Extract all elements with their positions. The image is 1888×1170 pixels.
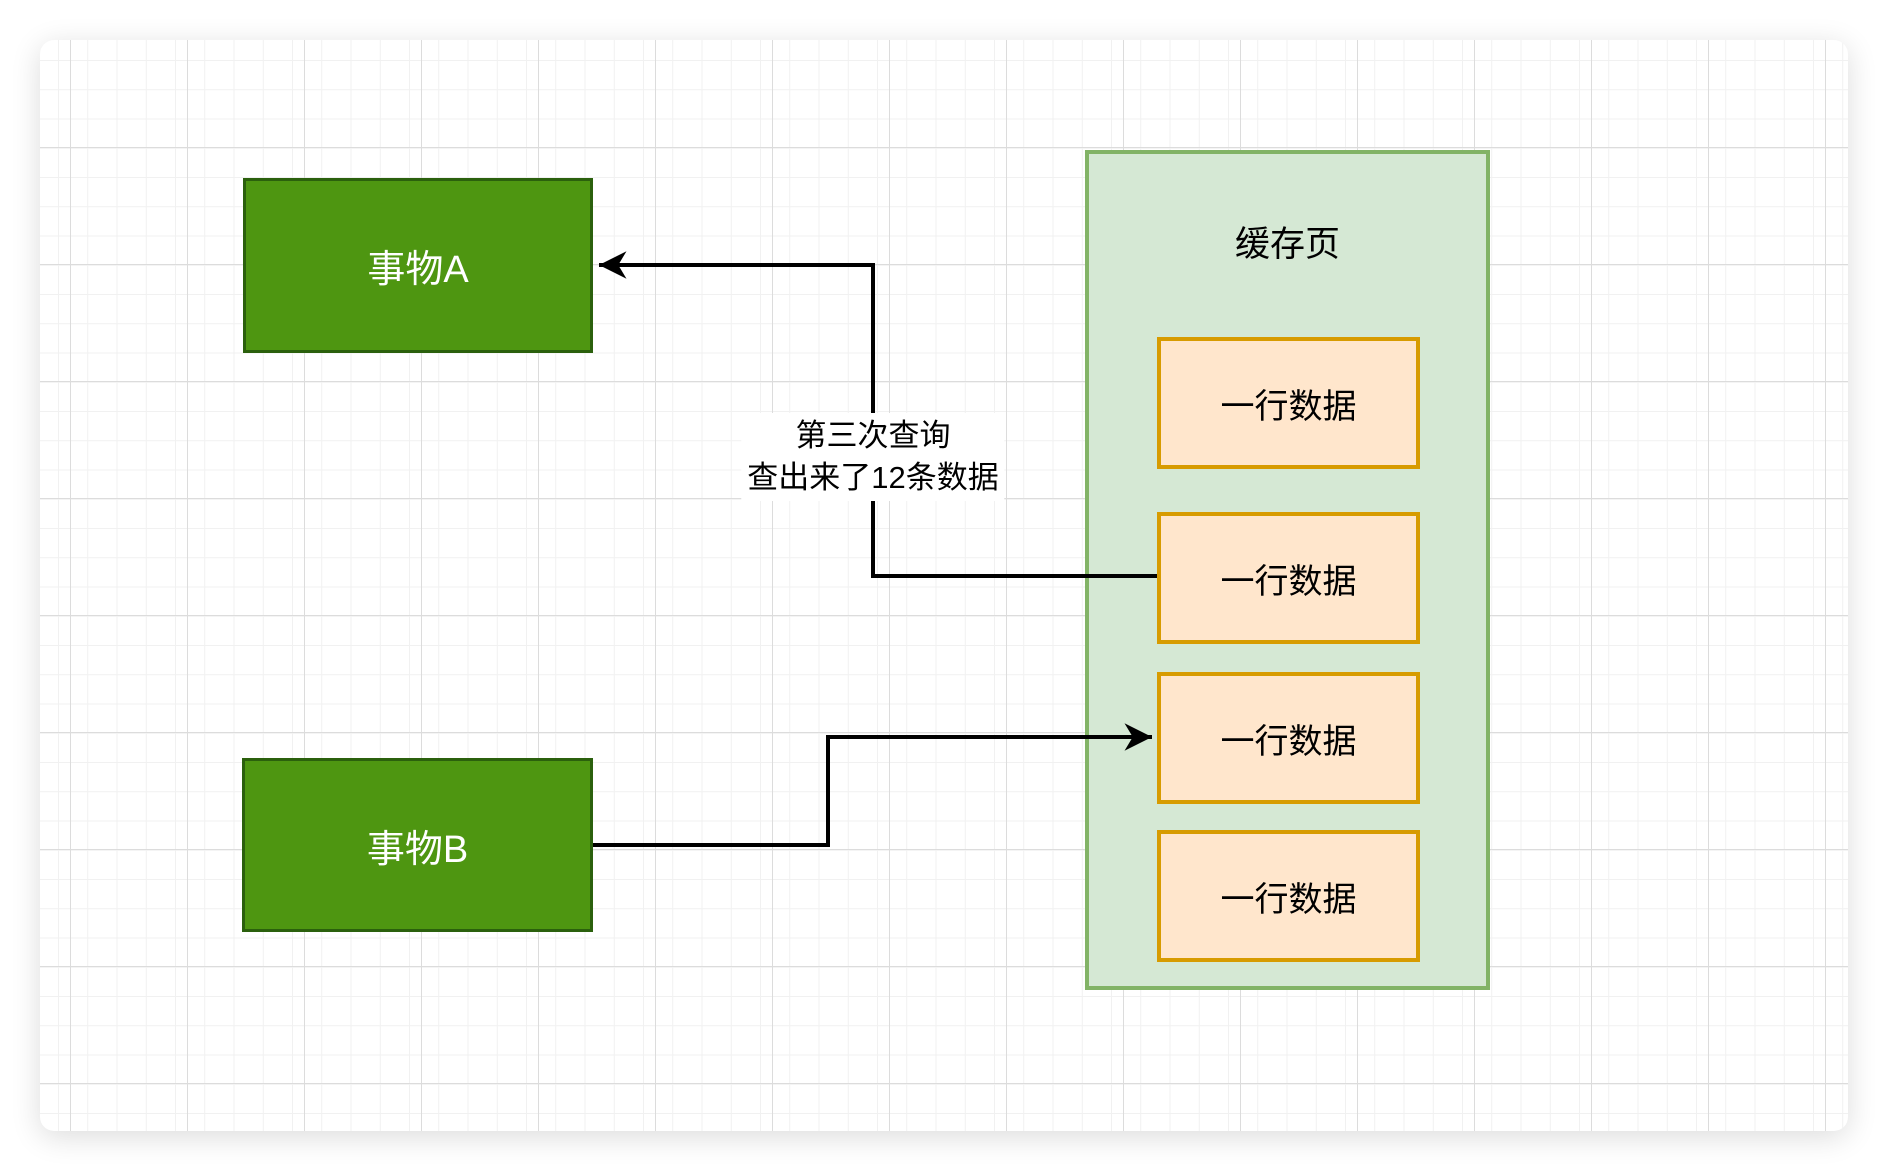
cache-row-3: 一行数据 — [1157, 672, 1420, 804]
cache-row-2-label: 一行数据 — [1220, 562, 1357, 601]
cache-row-1: 一行数据 — [1157, 337, 1420, 469]
node-transaction-a-label: 事物A — [367, 249, 469, 291]
cache-row-4: 一行数据 — [1157, 830, 1420, 962]
node-transaction-b: 事物B — [242, 758, 593, 932]
node-transaction-b-label: 事物B — [366, 828, 469, 871]
cache-row-4-label: 一行数据 — [1220, 880, 1357, 919]
cache-page-title: 缓存页 — [1234, 225, 1340, 264]
node-transaction-a: 事物A — [243, 178, 593, 353]
cache-row-1-label: 一行数据 — [1220, 387, 1357, 426]
cache-row-2: 一行数据 — [1157, 512, 1420, 644]
edge-label: 第三次查询 查出来了12条数据 — [741, 413, 1005, 501]
cache-page-container: 缓存页 一行数据 一行数据 一行数据 一行数据 — [1085, 150, 1490, 990]
edge-label-line2: 查出来了12条数据 — [747, 460, 999, 495]
edge-label-line1: 第三次查询 — [795, 418, 951, 453]
cache-row-3-label: 一行数据 — [1220, 722, 1357, 761]
